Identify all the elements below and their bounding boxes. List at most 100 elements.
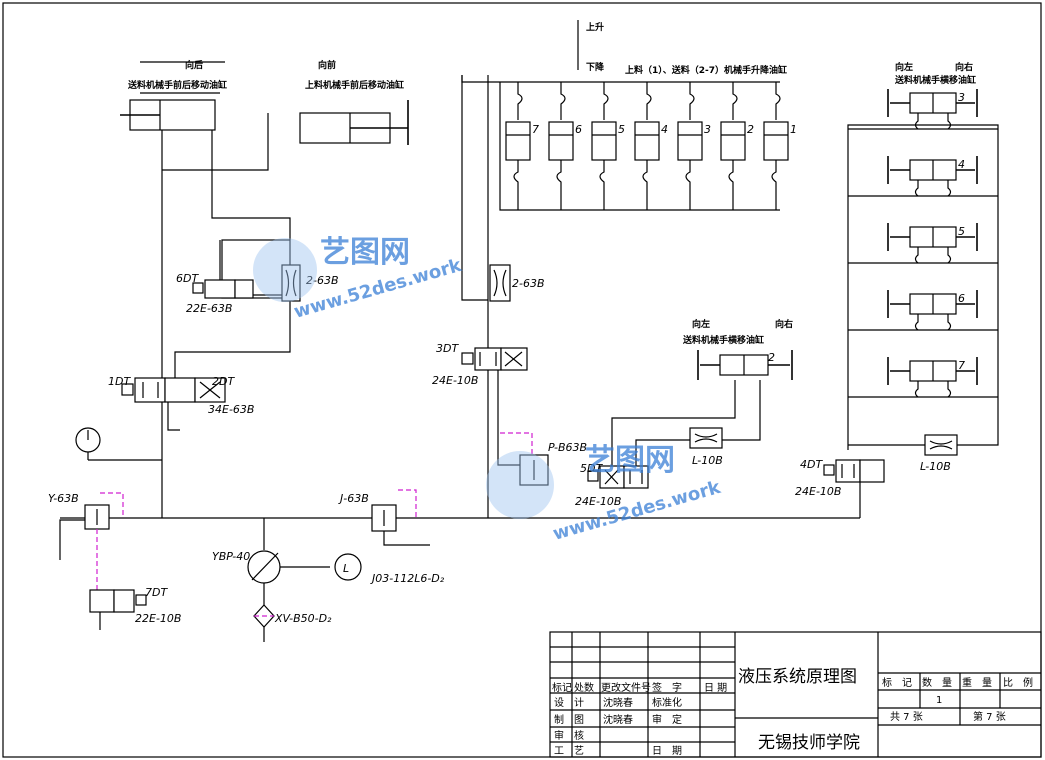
relief-valve-y63b — [84, 504, 110, 530]
label-filter: XV-B50-D₂ — [274, 612, 332, 625]
line-j — [957, 400, 999, 446]
transverse-cylinder-number: 7 — [958, 359, 965, 372]
label-v24e-a: 24E-10B — [432, 374, 478, 387]
label-front: 向前 — [318, 59, 336, 71]
label-transverse-cyl: 送料机械手横移油缸 — [682, 334, 764, 346]
lift-cylinder-number: 4 — [661, 123, 668, 136]
transverse-cylinder-6: 6 — [848, 290, 998, 331]
line-a — [211, 130, 291, 240]
tb-col-weight: 重 量 — [962, 676, 992, 689]
label-mid-cyl-number: 2 — [768, 351, 775, 364]
tb-col-qty: 数 量 — [922, 676, 952, 689]
label-left: 向左 — [692, 318, 710, 330]
label-v24e-b: 24E-10B — [575, 495, 621, 508]
label-v24e-c: 24E-10B — [795, 485, 841, 498]
transverse-cylinder-3: 3 — [848, 89, 998, 130]
tb-draw: 制 图 — [554, 713, 584, 726]
label-dt1: 1DT — [108, 375, 131, 388]
lift-cylinder-1: 1 — [763, 82, 797, 210]
right-cylinders: 3 4 5 6 7 — [848, 89, 998, 398]
throttle-valve-left — [281, 264, 301, 302]
tank-line-a — [167, 402, 180, 431]
label-v22e10b: 22E-10B — [135, 612, 181, 625]
lift-top-line — [461, 75, 780, 83]
lift-cylinder-7: 7 — [505, 82, 539, 210]
transverse-cylinder-number: 4 — [958, 158, 965, 171]
label-dt7: 7DT — [145, 586, 168, 599]
label-down: 下降 — [586, 61, 605, 73]
label-v22e63b: 22E-63B — [186, 302, 232, 315]
label-motor-symbol: L — [343, 562, 349, 575]
line-h — [722, 380, 761, 441]
label-transverse-cyl2: 送料机械手横移油缸 — [894, 74, 976, 86]
tank-line-y — [59, 519, 85, 560]
lift-cylinder-number: 3 — [704, 123, 711, 136]
throttle-l10b-b — [924, 434, 958, 456]
label-dt6: 6DT — [176, 272, 199, 285]
label-pump: YBP-40 — [212, 550, 250, 563]
title-block — [549, 631, 1042, 758]
label-thr-left: 2-63B — [306, 274, 339, 287]
line-b — [162, 113, 269, 171]
label-l10b-a: L-10B — [692, 454, 723, 467]
label-dt5: 5DT — [580, 462, 603, 475]
tb-col-scale: 比 例 — [1003, 676, 1033, 689]
label-feed-fb-cyl: 送料机械手前后移动油缸 — [127, 79, 227, 91]
lift-cylinder-number: 7 — [532, 123, 539, 136]
label-thr-mid: 2-63B — [512, 277, 545, 290]
label-dt3: 3DT — [436, 342, 459, 355]
lift-cylinder-2: 2 — [720, 82, 754, 210]
lift-cylinder-4: 4 — [634, 82, 668, 210]
label-dt2: 2DT — [212, 375, 235, 388]
label-pb63b: P-B63B — [548, 441, 587, 454]
transverse-cylinder-5: 5 — [848, 223, 998, 264]
tb-col-mark: 标 记 — [882, 677, 912, 689]
lift-left-line — [461, 75, 488, 301]
valve-24e-10b-b — [587, 465, 649, 489]
label-right2: 向右 — [955, 61, 973, 73]
valve-34e-63b — [121, 377, 226, 403]
feed-fb-cylinder — [120, 92, 220, 131]
tb-process: 工 艺 — [554, 745, 584, 757]
watermark-brand-2: 艺图网 — [585, 443, 675, 478]
transverse-cylinder-7: 7 — [848, 357, 998, 398]
label-motor: J03-112L6-D₂ — [370, 572, 445, 585]
transverse-cylinder-number: 3 — [958, 91, 965, 104]
pilot-line-j63b — [398, 489, 417, 518]
reducing-valve-j63b — [371, 504, 397, 532]
throttle-l10b-a — [689, 427, 723, 449]
line-e — [497, 370, 520, 466]
label-y63b: Y-63B — [48, 492, 79, 505]
lift-cylinder-number: 5 — [618, 123, 625, 136]
lift-cylinder-number: 1 — [790, 123, 797, 136]
watermark-lower: 艺图网 www.52des.work — [486, 443, 724, 545]
motor-icon — [334, 553, 362, 581]
transverse-cylinder-number: 6 — [958, 292, 965, 305]
tb-hdr-mark: 标记 — [552, 682, 572, 694]
watermark-brand-1: 艺图网 — [320, 235, 410, 270]
tb-drafter: 沈晓春 — [603, 696, 633, 709]
throttle-valve-mid — [489, 264, 511, 302]
lift-cylinder-5: 5 — [591, 82, 625, 210]
lift-cylinder-number: 6 — [575, 123, 582, 136]
label-up: 上升 — [586, 21, 604, 33]
lift-cylinder-number: 2 — [747, 123, 754, 136]
line-g — [635, 439, 690, 466]
transverse-cylinder-number: 5 — [958, 225, 965, 238]
tb-hdr-doc: 更改文件号 — [601, 681, 651, 694]
tb-hdr-date: 日 期 — [704, 682, 727, 694]
label-right: 向右 — [775, 318, 793, 330]
tb-hdr-sign: 签 字 — [652, 681, 682, 694]
label-v34e: 34E-63B — [208, 403, 254, 416]
lift-cylinders: 7 6 5 4 3 2 1 — [505, 82, 797, 210]
watermark-upper: 艺图网 www.52des.work — [253, 235, 465, 323]
title-text: 液压系统原理图 — [738, 667, 857, 687]
label-lift-cyl: 上料（1）、送料（2-7）机械手升降油缸 — [625, 64, 787, 76]
line-f — [611, 380, 736, 466]
label-l10b-b: L-10B — [920, 460, 951, 473]
transverse-cylinder-mid — [697, 350, 793, 380]
pressure-valve-pb63b — [519, 454, 549, 486]
tb-sheet: 第 7 张 — [973, 710, 1006, 723]
